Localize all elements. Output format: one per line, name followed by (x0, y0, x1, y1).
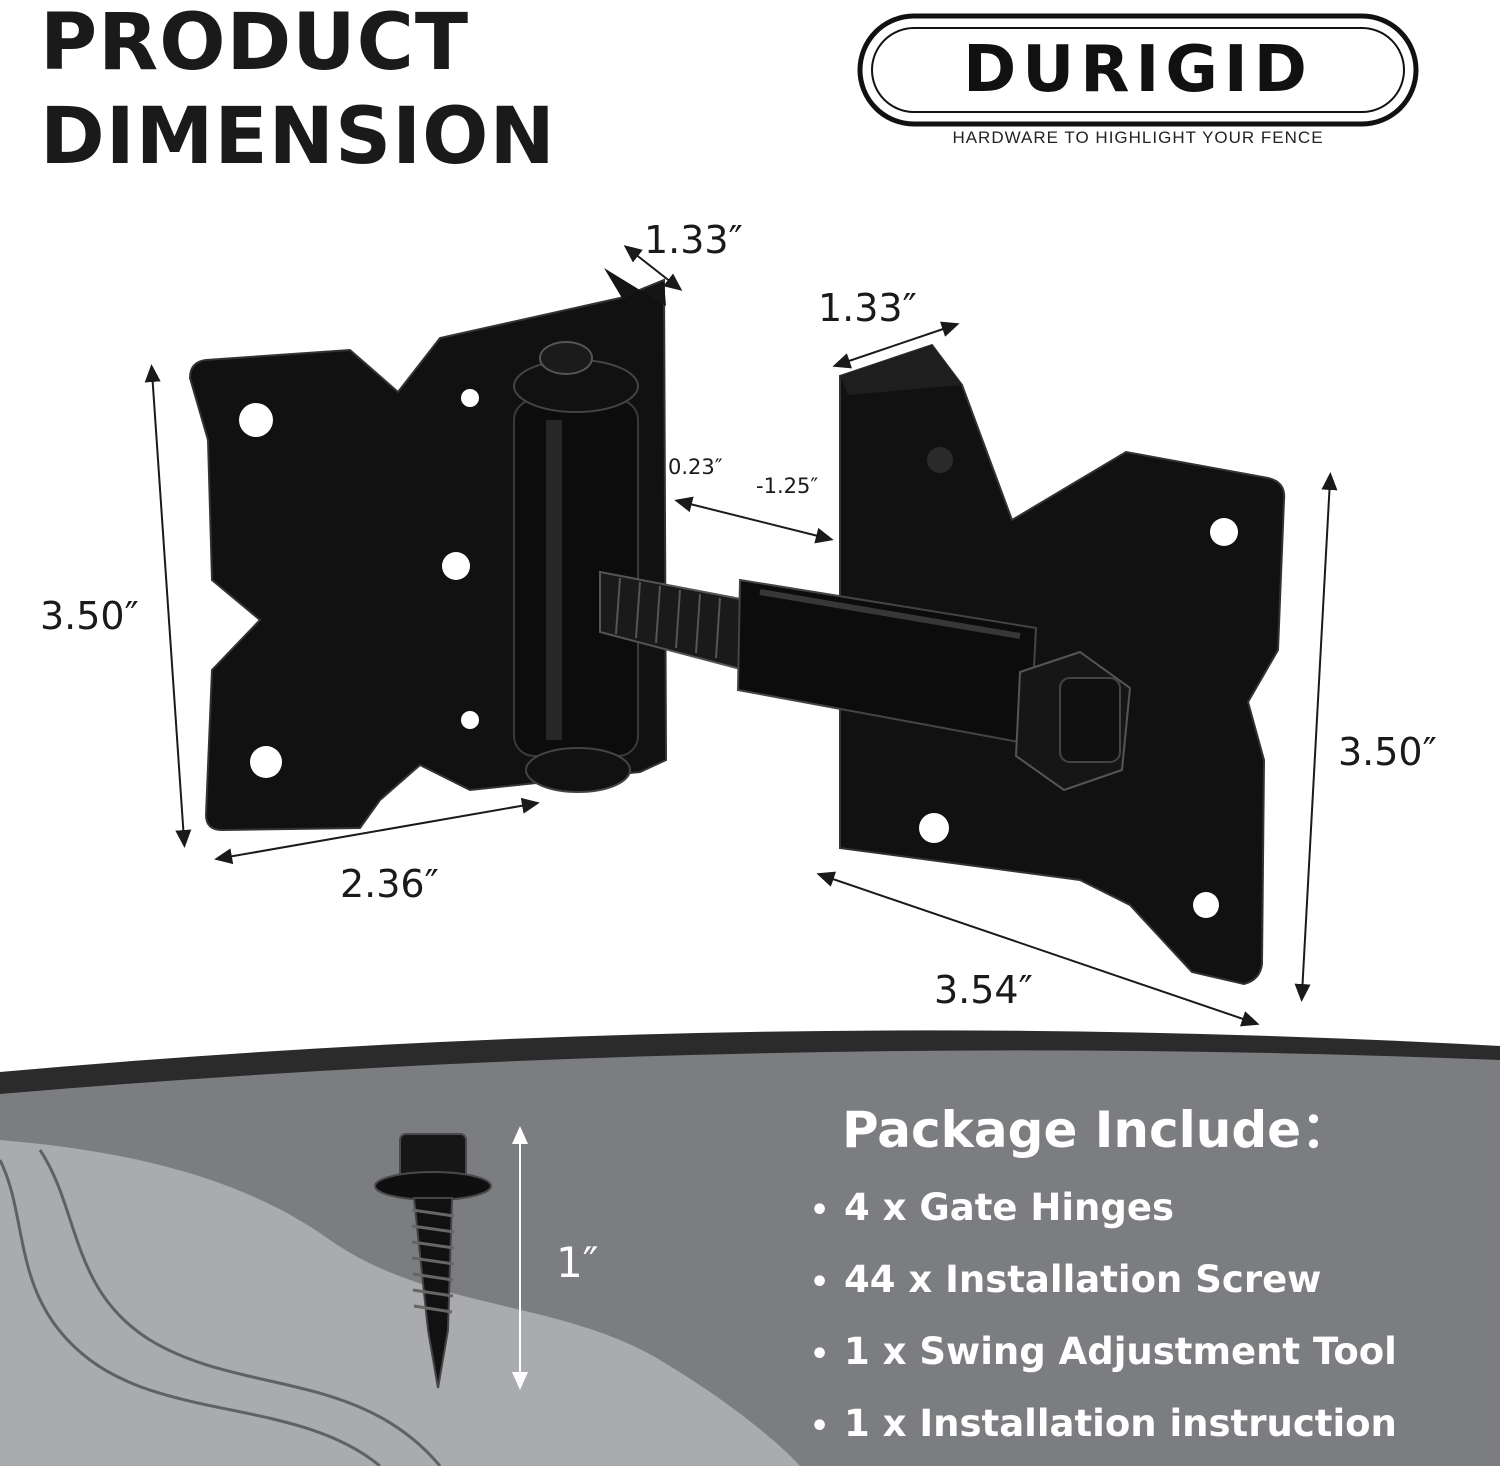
right-width-label: 3.54″ (934, 968, 1033, 1012)
list-item: •44 x Installation Screw (810, 1250, 1397, 1322)
right-height-arrow (1294, 472, 1338, 1002)
brand-tagline: HARDWARE TO HIGHLIGHT YOUR FENCE (952, 128, 1324, 147)
package-title: Package Include： (842, 1101, 1352, 1159)
hinge-illustration (144, 245, 1338, 1027)
bullet-icon: • (810, 1193, 830, 1228)
right-width-arrow (816, 871, 1260, 1027)
left-depth-arrow (623, 245, 683, 291)
list-item: •4 x Gate Hinges (810, 1178, 1397, 1250)
right-height-label: 3.50″ (1338, 730, 1437, 774)
bullet-icon: • (810, 1265, 830, 1300)
page-title-line2: DIMENSION (40, 92, 556, 182)
bullet-icon: • (810, 1409, 830, 1444)
left-width-label: 2.36″ (340, 862, 439, 906)
gap-max-label: -1.25″ (756, 474, 819, 498)
right-depth-label: 1.33″ (818, 286, 917, 330)
right-depth-arrow (832, 321, 960, 369)
brand-logo-text: DURIGID (963, 33, 1313, 107)
gap-min-label: 0.23″ (668, 455, 723, 479)
brand-logo-frame (857, 13, 1419, 127)
list-item: •1 x Swing Adjustment Tool (810, 1322, 1397, 1394)
left-depth-label: 1.33″ (644, 218, 743, 262)
left-height-arrow (144, 364, 192, 848)
page-title-line1: PRODUCT (40, 0, 470, 88)
left-width-arrow (214, 797, 540, 865)
bullet-icon: • (810, 1337, 830, 1372)
list-item: •1 x Installation instruction (810, 1394, 1397, 1466)
left-height-label: 3.50″ (40, 594, 139, 638)
package-items: •4 x Gate Hinges •44 x Installation Scre… (810, 1178, 1397, 1466)
gap-arrow (674, 496, 834, 544)
screw-length-label: 1″ (556, 1238, 599, 1287)
